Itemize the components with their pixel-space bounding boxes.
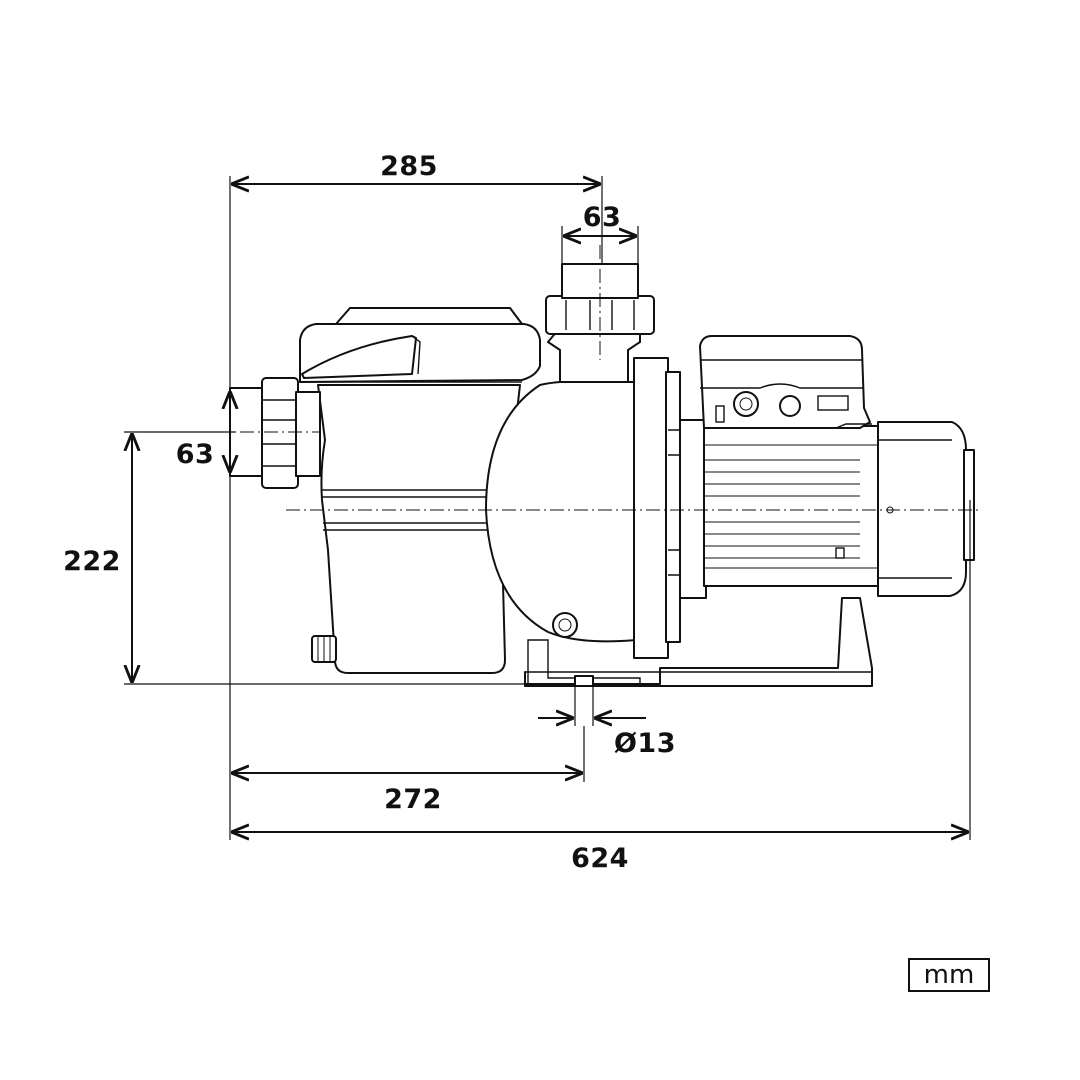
pump-outline <box>229 263 975 687</box>
dim-285: 285 <box>229 151 603 388</box>
cable-gland-left <box>733 391 759 417</box>
center-lines <box>240 245 978 511</box>
dim-222: 222 <box>63 431 525 685</box>
dim-624: 624 <box>231 500 971 874</box>
outlet-neck <box>547 329 641 383</box>
fan-cover <box>877 421 967 597</box>
dim-label-624: 624 <box>571 843 629 874</box>
motor-body <box>703 425 881 587</box>
dim-63-outlet: 63 <box>561 202 639 264</box>
dim-272: 272 <box>229 476 585 840</box>
dim-label-63-outlet: 63 <box>583 202 622 233</box>
motor-adapter <box>679 419 707 599</box>
dim-hole: Ø13 <box>538 686 676 759</box>
strainer-body <box>317 384 521 674</box>
fan-cover-end <box>963 449 975 561</box>
base-plate <box>524 597 873 687</box>
dim-label-222: 222 <box>63 546 121 577</box>
flange-bolts <box>665 371 681 643</box>
dim-label-hole: Ø13 <box>614 728 676 759</box>
housing-screw <box>552 612 578 638</box>
dim-label-272: 272 <box>384 784 442 815</box>
dim-label-63-inlet: 63 <box>176 439 215 470</box>
unit-label: mm <box>908 958 990 992</box>
dim-label-285: 285 <box>380 151 438 182</box>
motor-screw <box>835 547 845 559</box>
inlet-union-nut <box>261 377 299 489</box>
motor-flange <box>633 357 669 659</box>
pump-housing <box>485 380 637 643</box>
cable-gland-right <box>779 395 801 417</box>
inlet-collar <box>295 391 321 477</box>
foot-hole <box>574 675 594 687</box>
